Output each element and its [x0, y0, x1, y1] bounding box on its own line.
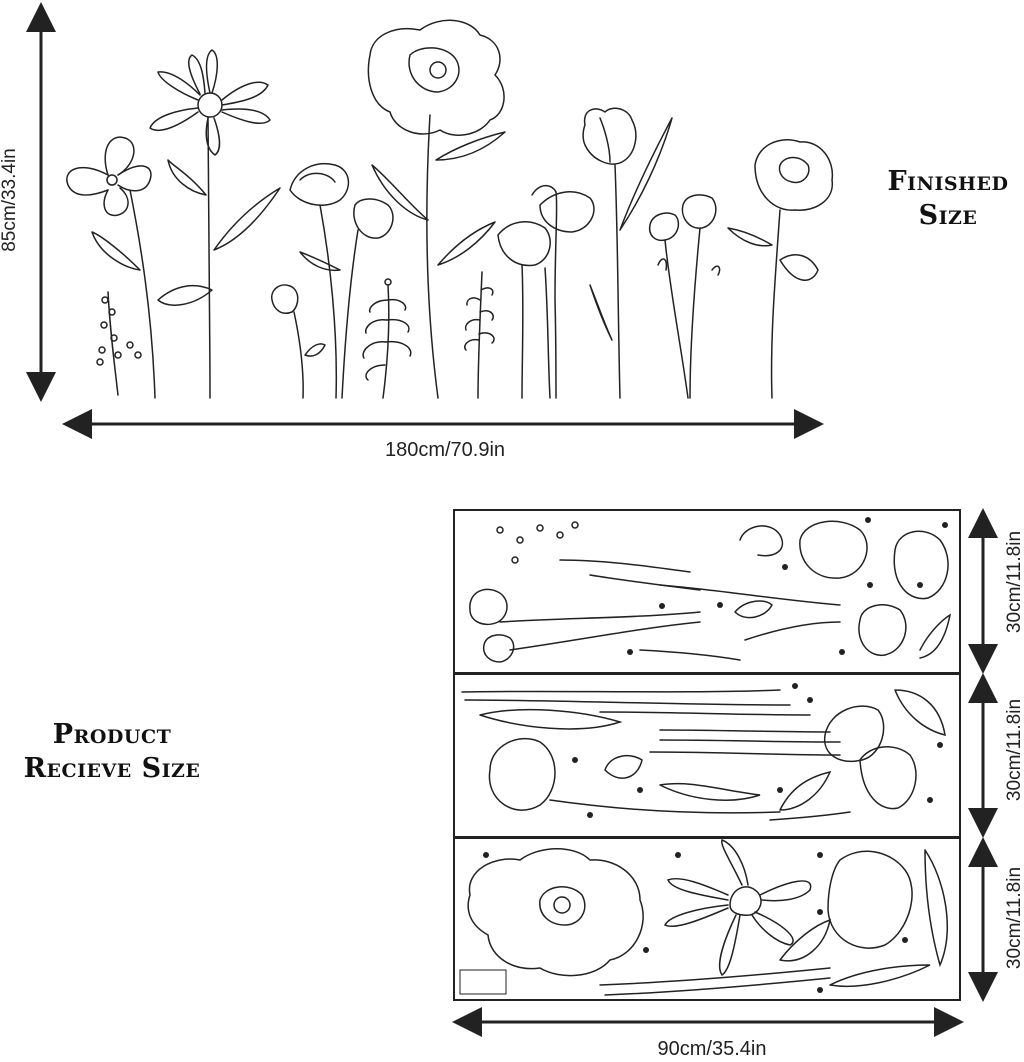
small-poppy-flower-icon	[648, 194, 721, 399]
bud-icon	[271, 284, 326, 399]
finished-height-label: 85cm/33.4in	[0, 148, 20, 252]
fern-icon	[362, 278, 412, 399]
finished-size-heading: Finished Size	[868, 165, 1024, 233]
sheet-1	[453, 509, 961, 674]
daisy-flower-icon	[149, 49, 281, 399]
finished-heading-line-1: Finished	[887, 166, 1009, 197]
sheet-3	[453, 837, 961, 1001]
hibiscus-flower-icon	[66, 136, 213, 399]
sticker-sheets	[453, 509, 961, 1001]
hanging-poppy-flower-icon	[497, 184, 595, 399]
finished-width-label: 180cm/70.9in	[384, 439, 506, 461]
peony-flower-icon	[367, 19, 506, 399]
leaf-sprig-icon	[464, 271, 495, 399]
product-width-label: 90cm/35.4in	[657, 1038, 767, 1060]
product-heading-line-1: Product	[52, 719, 172, 750]
sheet-3-flowers-icon	[459, 839, 948, 996]
finished-heading-line-2: Size	[918, 199, 978, 231]
poppy-flower-icon	[289, 163, 394, 399]
flower-wall-illustration	[66, 19, 834, 399]
tulip-flower-icon	[582, 107, 673, 399]
product-heading-line-2: Recieve Size	[23, 752, 201, 784]
sheet-1-flowers-icon	[469, 520, 952, 663]
rose-flower-icon	[727, 139, 834, 399]
sheet-2-flowers-icon	[461, 689, 946, 821]
registration-dots-icon	[483, 517, 948, 993]
sheet-3-height-label: 30cm/11.8in	[1004, 866, 1024, 970]
herb-sprig-icon	[96, 291, 142, 396]
product-receive-size-heading: Product Recieve Size	[0, 718, 224, 786]
sheet-1-height-label: 30cm/11.8in	[1004, 530, 1024, 634]
sheet-2-height-label: 30cm/11.8in	[1004, 698, 1024, 802]
